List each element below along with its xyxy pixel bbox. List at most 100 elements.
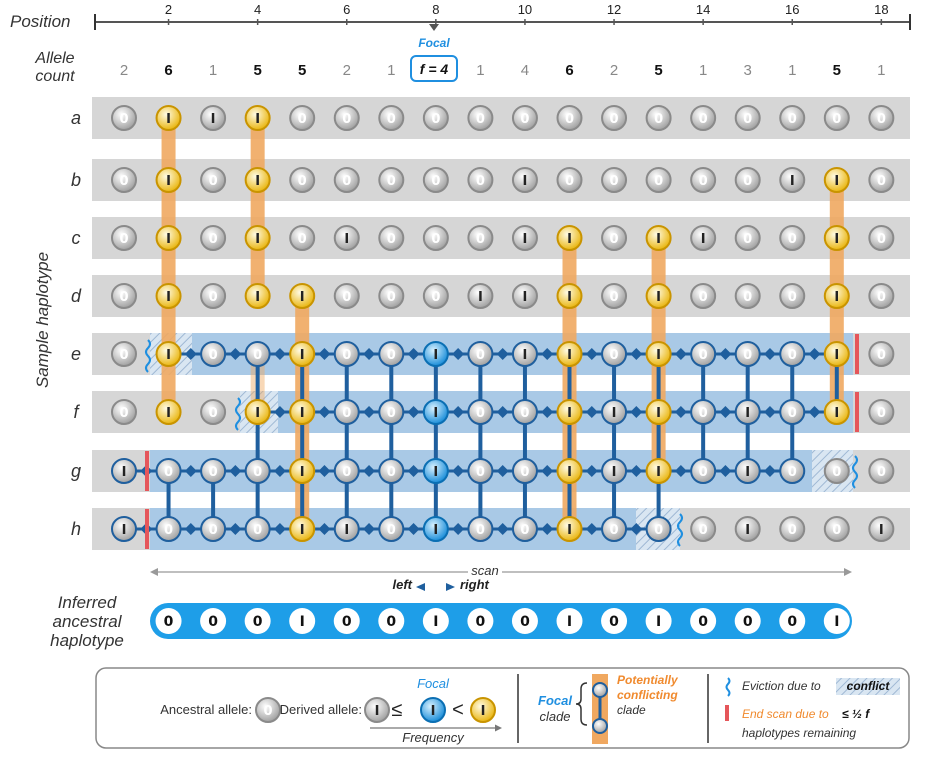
ancestral-allele: 0 — [333, 341, 360, 367]
inferred-allele: 0 — [200, 608, 227, 634]
inferred-label-1: Inferred — [58, 593, 117, 612]
ancestral-allele: 0 — [645, 516, 672, 542]
ancestral-allele: 0 — [690, 341, 717, 367]
legend-derived-grey-icon: I — [364, 697, 390, 723]
inferred-allele: I — [422, 608, 449, 634]
svg-text:0: 0 — [520, 406, 529, 421]
svg-text:I: I — [481, 704, 486, 719]
svg-text:I: I — [122, 465, 127, 480]
svg-text:0: 0 — [431, 232, 440, 247]
svg-text:0: 0 — [386, 614, 396, 630]
haplotype-row-a — [92, 97, 910, 139]
y-axis-label: Sample haplotype — [33, 252, 52, 388]
scan-arrow-icon — [407, 406, 420, 418]
derived-allele: I — [289, 458, 316, 484]
svg-text:0: 0 — [476, 614, 486, 630]
ancestral-allele: 0 — [378, 516, 405, 542]
svg-text:0: 0 — [253, 523, 262, 538]
svg-text:0: 0 — [520, 523, 529, 538]
derived-allele: I — [690, 225, 717, 251]
svg-text:0: 0 — [520, 465, 529, 480]
svg-text:I: I — [255, 112, 260, 127]
ancestral-allele: 0 — [690, 399, 717, 425]
derived-allele: I — [823, 341, 850, 367]
scan-arrow-icon — [496, 348, 509, 360]
legend-derived-gold-icon: I — [470, 697, 496, 723]
derived-allele: I — [645, 283, 672, 309]
scan-arrow-icon — [541, 406, 554, 418]
scan-arrow-icon — [184, 523, 197, 535]
scan-arrow-icon — [674, 406, 687, 418]
svg-text:0: 0 — [253, 614, 263, 630]
svg-text:0: 0 — [743, 174, 752, 189]
svg-text:0: 0 — [788, 465, 797, 480]
svg-text:I: I — [375, 704, 380, 719]
derived-allele: I — [244, 399, 271, 425]
legend-potential-1: Potentially — [617, 673, 679, 687]
derived-allele: I — [422, 516, 449, 542]
ancestral-allele: 0 — [601, 167, 628, 193]
derived-allele: I — [289, 341, 316, 367]
ancestral-allele: 0 — [645, 105, 672, 131]
svg-text:I: I — [433, 614, 438, 630]
ancestral-allele: 0 — [467, 225, 494, 251]
allele-count-value: 5 — [833, 62, 841, 79]
inferred-allele: 0 — [511, 608, 538, 634]
scan-arrow-icon — [719, 348, 732, 360]
derived-allele: I — [556, 516, 583, 542]
svg-text:I: I — [834, 614, 839, 630]
derived-allele: I — [823, 167, 850, 193]
legend-le-sign: ≤ — [392, 699, 403, 721]
ancestral-allele: 0 — [467, 341, 494, 367]
svg-text:0: 0 — [610, 232, 619, 247]
legend-box — [95, 667, 910, 749]
scan-arrow-icon — [318, 465, 331, 477]
svg-text:I: I — [656, 290, 661, 305]
derived-allele: I — [868, 516, 895, 542]
inferred-allele: 0 — [244, 608, 271, 634]
ancestral-allele: 0 — [601, 341, 628, 367]
allele-count-label-2: count — [35, 68, 75, 85]
svg-text:0: 0 — [610, 174, 619, 189]
ancestral-allele: 0 — [823, 516, 850, 542]
derived-allele: I — [289, 516, 316, 542]
scan-arrow-icon — [808, 348, 821, 360]
svg-text:I: I — [166, 290, 171, 305]
svg-text:0: 0 — [609, 614, 619, 630]
inferred-allele: 0 — [690, 608, 717, 634]
svg-text:0: 0 — [298, 112, 307, 127]
svg-text:0: 0 — [699, 348, 708, 363]
ancestral-allele: 0 — [422, 105, 449, 131]
ancestral-allele: 0 — [244, 458, 271, 484]
svg-text:I: I — [523, 232, 528, 247]
ancestral-allele: 0 — [601, 283, 628, 309]
ancestral-allele: 0 — [690, 105, 717, 131]
legend-clade-node-icon — [592, 682, 608, 698]
inferred-allele: I — [289, 608, 316, 634]
ancestral-allele: 0 — [289, 225, 316, 251]
scan-arrow-icon — [184, 348, 197, 360]
inferred-allele: 0 — [155, 608, 182, 634]
derived-allele: I — [467, 283, 494, 309]
derived-allele: I — [556, 399, 583, 425]
svg-text:0: 0 — [699, 406, 708, 421]
legend-ancestral-label: Ancestral allele: — [160, 702, 252, 717]
derived-allele: I — [511, 341, 538, 367]
svg-text:I: I — [567, 614, 572, 630]
legend-lt-sign: < — [452, 699, 464, 721]
inferred-bar — [150, 603, 852, 639]
ancestral-allele: 0 — [690, 458, 717, 484]
haplotype-row-b — [92, 159, 910, 201]
svg-text:I: I — [656, 348, 661, 363]
svg-text:I: I — [166, 112, 171, 127]
svg-text:0: 0 — [877, 348, 886, 363]
inferred-allele: 0 — [734, 608, 761, 634]
ancestral-allele: 0 — [200, 516, 227, 542]
svg-text:I: I — [879, 523, 884, 538]
scan-arrow-icon — [318, 406, 331, 418]
legend-potential-3: clade — [617, 703, 646, 717]
derived-allele: I — [289, 399, 316, 425]
derived-allele: I — [645, 341, 672, 367]
